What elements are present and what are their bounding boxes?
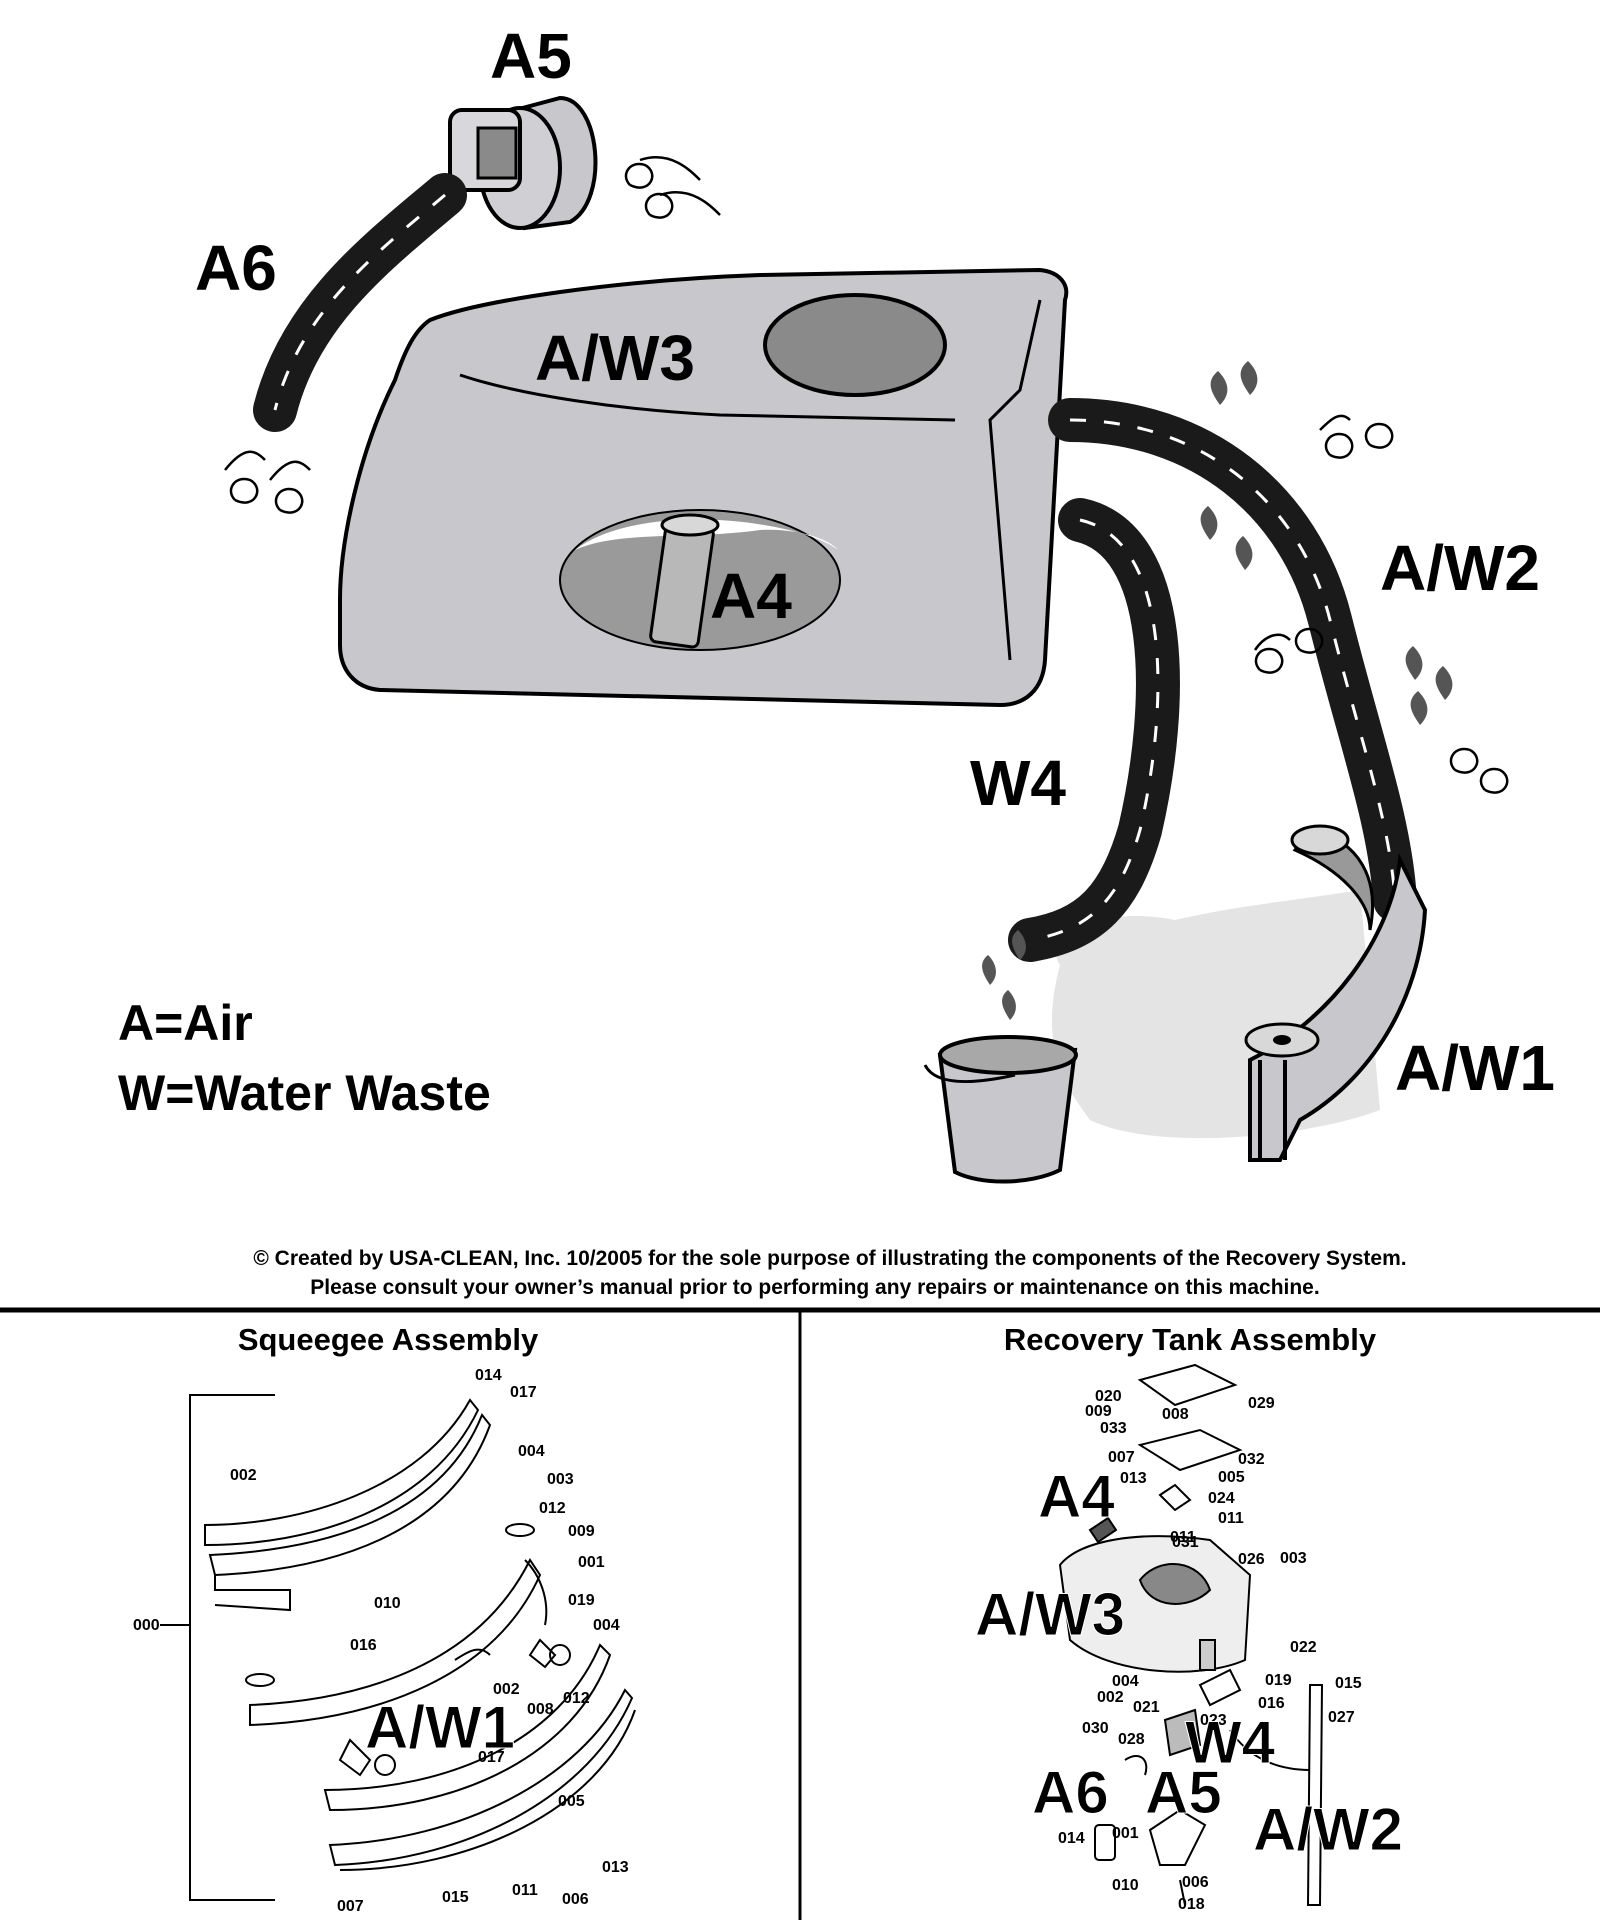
hose-w4	[1008, 498, 1180, 962]
label-a5: A5	[490, 20, 572, 92]
label-aw2: A/W2	[1380, 532, 1540, 604]
label-aw1: A/W1	[1395, 1032, 1555, 1104]
squeegee-exploded-view	[160, 1394, 636, 1901]
vacuum-motor	[448, 95, 598, 231]
recovery-overlay-aw2: A/W2	[1253, 1796, 1403, 1863]
callout: 014	[1058, 1830, 1085, 1847]
callout: 020	[1095, 1388, 1122, 1405]
callout: 022	[1290, 1639, 1317, 1656]
recovery-overlay-a4: A4	[1038, 1463, 1115, 1530]
float-filter	[649, 513, 720, 649]
recovery-tank-exploded-view	[1058, 1363, 1324, 1906]
callout: 002	[1097, 1689, 1124, 1706]
callout: 008	[527, 1701, 554, 1718]
callout: 027	[1328, 1709, 1355, 1726]
credit-line-1: © Created by USA-CLEAN, Inc. 10/2005 for…	[253, 1247, 1406, 1270]
callout: 031	[1172, 1534, 1199, 1551]
callout: 028	[1118, 1731, 1145, 1748]
callout: 015	[1335, 1675, 1362, 1692]
recovery-overlay-a5: A5	[1145, 1759, 1222, 1826]
recovery-panel-title: Recovery Tank Assembly	[1004, 1322, 1377, 1357]
callout: 011	[1218, 1510, 1244, 1527]
squeegee-callouts: 014 017 002 004 003 012 009 001 019 004 …	[133, 1367, 629, 1915]
water-droplets	[982, 361, 1453, 1020]
callout: 011	[1170, 1529, 1196, 1546]
callout: 001	[1112, 1825, 1139, 1842]
callout: 005	[558, 1793, 585, 1810]
credit-line-2: Please consult your owner’s manual prior…	[310, 1276, 1319, 1299]
recovery-tank	[338, 267, 1069, 708]
air-swirls	[224, 156, 1509, 794]
callout: 016	[350, 1637, 377, 1654]
callout: 024	[1208, 1490, 1235, 1507]
legend-water-waste: W=Water Waste	[118, 1065, 491, 1121]
callout: 030	[1082, 1720, 1109, 1737]
callout: 021	[1133, 1699, 1160, 1716]
label-a4: A4	[710, 560, 792, 632]
callout: 015	[442, 1889, 469, 1906]
callout: 004	[1112, 1673, 1139, 1690]
label-aw3: A/W3	[535, 322, 695, 394]
recovery-overlay-w4: W4	[1185, 1709, 1276, 1776]
callout: 016	[1258, 1695, 1285, 1712]
label-w4: W4	[970, 747, 1066, 819]
callout: 026	[1238, 1551, 1265, 1568]
tank-lid-window	[763, 293, 947, 397]
callout: 007	[337, 1898, 364, 1915]
callout: 013	[1120, 1470, 1147, 1487]
callout: 018	[1178, 1896, 1205, 1913]
recovery-callouts: 020 029 009 008 033 007 032 013 005 024 …	[1058, 1388, 1362, 1913]
callout: 001	[578, 1554, 605, 1571]
callout: 006	[562, 1891, 589, 1908]
callout: 012	[563, 1690, 590, 1707]
callout: 002	[230, 1467, 257, 1484]
callout: 023	[1200, 1712, 1227, 1729]
recovery-overlay-labels: A4 A/W3 W4 A6 A5 A/W2	[975, 1463, 1404, 1864]
callout: 029	[1248, 1395, 1275, 1412]
callout: 003	[547, 1471, 574, 1488]
callout: 033	[1100, 1420, 1127, 1437]
callout: 012	[539, 1500, 566, 1517]
callout: 006	[1182, 1874, 1209, 1891]
callout: 003	[1280, 1550, 1307, 1567]
callout: 007	[1108, 1449, 1135, 1466]
callout: 004	[518, 1443, 545, 1460]
squeegee-overlay-aw1: A/W1	[365, 1694, 515, 1761]
callout: 017	[478, 1749, 505, 1766]
callout: 013	[602, 1859, 629, 1876]
callout: 010	[1112, 1877, 1139, 1894]
callout: 009	[568, 1523, 595, 1540]
callout: 017	[510, 1384, 537, 1401]
callout: 008	[1162, 1406, 1189, 1423]
label-a6: A6	[195, 232, 277, 304]
callout: 004	[593, 1617, 620, 1634]
callout: 019	[568, 1592, 595, 1609]
squeegee-panel-title: Squeegee Assembly	[238, 1322, 539, 1357]
callout: 009	[1085, 1403, 1112, 1420]
recovery-overlay-a6: A6	[1032, 1759, 1109, 1826]
callout: 032	[1238, 1451, 1265, 1468]
callout: 011	[512, 1882, 538, 1899]
callout: 000	[133, 1617, 160, 1634]
squeegee-illustration	[1244, 824, 1428, 1162]
recovery-overlay-aw3: A/W3	[975, 1581, 1125, 1648]
waste-bucket	[923, 1035, 1078, 1184]
callout: 014	[475, 1367, 502, 1384]
callout: 002	[493, 1681, 520, 1698]
callout: 019	[1265, 1672, 1292, 1689]
callout: 005	[1218, 1469, 1245, 1486]
legend-air: A=Air	[118, 995, 253, 1051]
hose-aw2	[1048, 398, 1417, 922]
hose-a6	[253, 173, 467, 432]
callout: 010	[374, 1595, 401, 1612]
